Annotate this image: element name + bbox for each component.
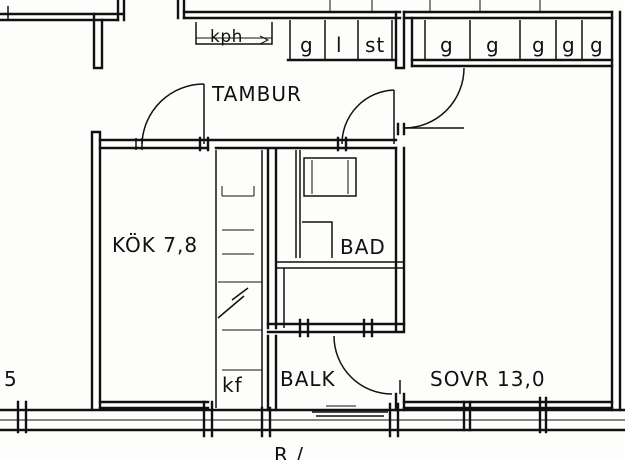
closet-label-g3: g — [486, 33, 500, 57]
closet-label-g1: g — [300, 33, 314, 57]
bedroom-door-top — [396, 67, 465, 136]
closet-label-g2: g — [440, 33, 454, 57]
closet-label-g6: g — [590, 33, 604, 57]
bathroom-walls — [266, 146, 406, 338]
label-left-number: 5 — [4, 367, 18, 391]
closet-label-g4: g — [532, 33, 546, 57]
tambur-walls — [98, 136, 398, 152]
bottom-outer-wall — [0, 400, 625, 438]
bathroom-door — [341, 89, 395, 145]
bedroom-walls — [394, 380, 614, 434]
top-left-walls — [0, 0, 126, 70]
room-label-balk: BALK — [280, 367, 336, 391]
balcony-walls — [266, 334, 393, 417]
kitchen-walls — [90, 130, 263, 410]
closet-label-l: l — [336, 33, 343, 57]
closet-label-st: st — [365, 33, 385, 57]
closet-label-kph: kph — [210, 27, 243, 47]
tambur-entry-door — [135, 83, 205, 150]
room-label-kok: KÖK 7,8 — [112, 233, 198, 257]
label-bottom-partial: R / — [274, 443, 304, 460]
label-kf: kf — [222, 373, 243, 397]
closet-strip-walls — [176, 0, 622, 412]
room-label-tambur: TAMBUR — [211, 82, 302, 106]
room-label-bad: BAD — [340, 235, 386, 259]
room-label-sovr: SOVR 13,0 — [430, 367, 546, 391]
closet-label-g5: g — [562, 33, 576, 57]
